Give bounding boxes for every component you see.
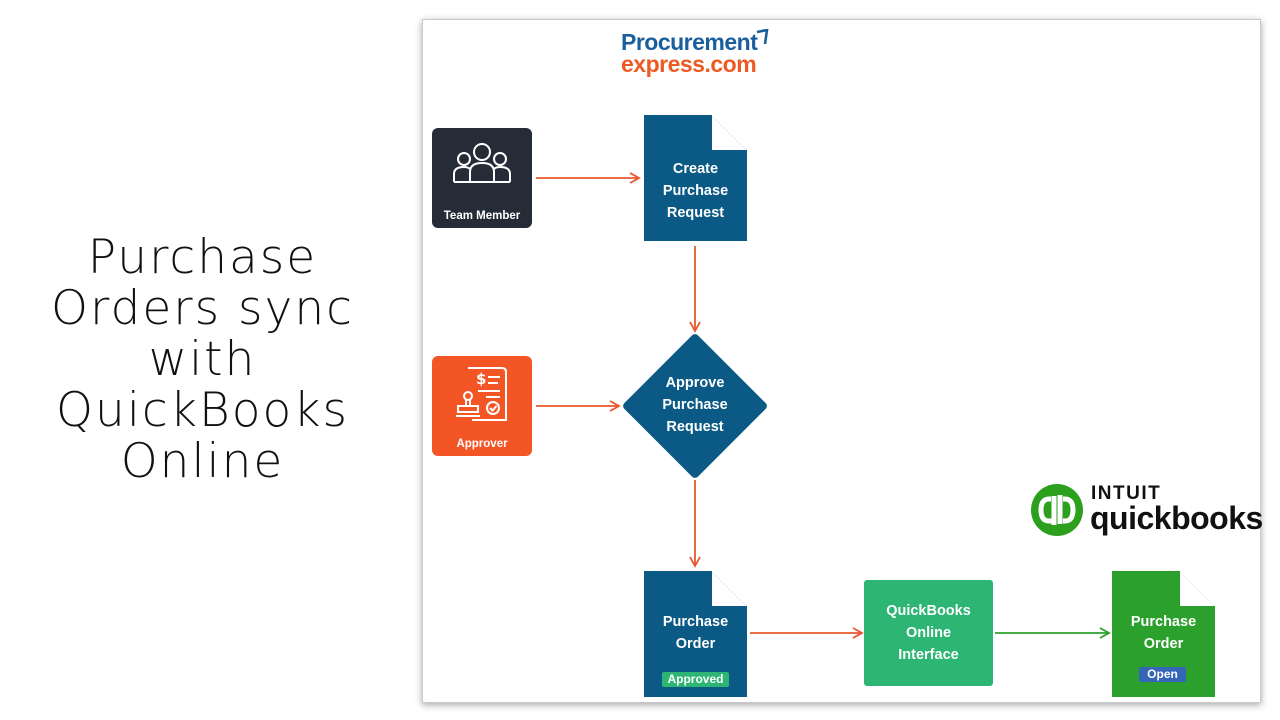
purchase-order-fold (710, 571, 747, 608)
approve-request-label: Approve Purchase Request (645, 372, 745, 438)
invoice-stamp-icon: $ (456, 367, 507, 421)
open-status-badge: Open (1139, 667, 1186, 682)
node-label-line: Purchase (1130, 614, 1197, 630)
logo-text-line1: Procurement (621, 29, 758, 55)
quickbooks-logo-icon (1031, 484, 1083, 536)
headline-line: QuickBooks (56, 383, 349, 438)
node-label-line: Order (1143, 636, 1184, 652)
node-label-line: QuickBooks (886, 603, 971, 619)
logo-text-line2: express.com (621, 51, 757, 77)
intuit-wordmark: INTUIT (1091, 483, 1162, 504)
approve-request-shape (623, 334, 767, 478)
quickbooks-wordmark: quickbooks (1090, 500, 1263, 536)
headline: Purchase Orders sync with QuickBooks Onl… (20, 232, 385, 487)
procurement-express-logo: Procurement express.com (621, 29, 781, 79)
node-label-line: Create (672, 161, 719, 177)
diagram-canvas (536, 115, 1215, 697)
create-request-label: Create Purchase Request (644, 158, 747, 224)
node-label-line: Request (666, 419, 724, 435)
qbo-interface-label: QuickBooks Online Interface (864, 600, 993, 666)
team-member-label: Team Member (443, 210, 521, 222)
node-label-line: Online (905, 625, 952, 641)
node-label-line: Purchase (662, 397, 728, 413)
qbo-purchase-order-fold (1178, 571, 1215, 608)
node-label-line: Interface (898, 647, 959, 663)
workflow-diagram: Procurement express.com (422, 19, 1263, 703)
qbo-purchase-order-label: Purchase Order (1112, 611, 1215, 655)
node-label-line: Purchase (662, 183, 729, 199)
approver-label: Approver (456, 438, 508, 450)
team-member-role: Team Member (432, 128, 532, 228)
headline-line: Purchase (87, 230, 318, 285)
approver-role: $ Approver (432, 356, 532, 456)
intuit-quickbooks-logo: INTUIT quickbooks (1031, 481, 1263, 541)
node-label-line: Request (666, 205, 725, 221)
team-icon (453, 143, 511, 183)
node-label-line: Order (675, 636, 716, 652)
approved-status-badge: Approved (662, 672, 729, 687)
headline-line: with (148, 332, 257, 387)
qbo-interface-box (864, 580, 993, 686)
node-label-line: Purchase (662, 614, 729, 630)
svg-text:$: $ (476, 370, 486, 388)
purchase-order-label: Purchase Order (644, 611, 747, 655)
headline-line: Orders sync (51, 281, 354, 336)
node-label-line: Approve (665, 375, 725, 391)
logo-flag-icon (756, 29, 769, 45)
headline-line: Online (120, 434, 285, 489)
create-request-fold (710, 115, 747, 152)
